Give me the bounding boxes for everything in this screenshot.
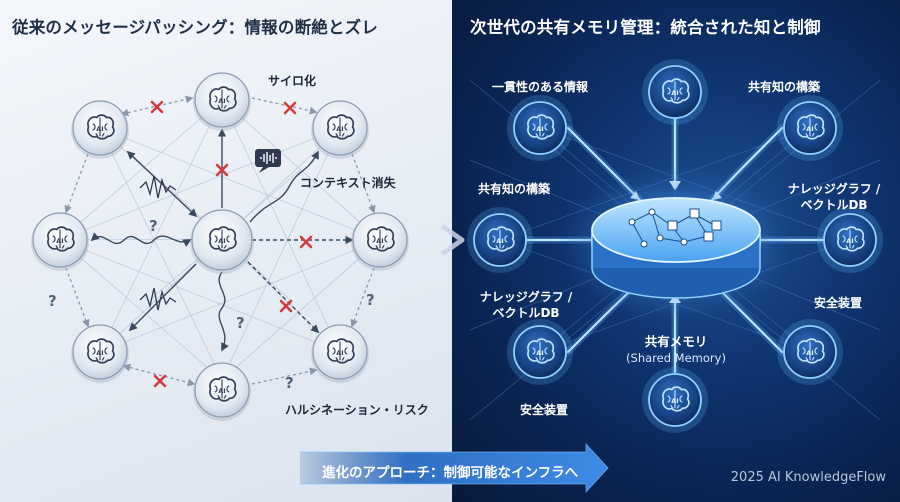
left-question-marks: ? ? ? ? ?	[48, 217, 375, 392]
right-agent-node-5: AI	[507, 319, 573, 385]
label-context-loss: コンテキスト消失	[300, 176, 396, 190]
svg-text:?: ?	[48, 292, 57, 310]
ai-badge: AI	[536, 125, 543, 133]
ai-badge: AI	[806, 349, 813, 357]
left-agent-node-2: AI	[311, 100, 369, 159]
left-agent-node-4: AI	[190, 209, 254, 274]
ai-badge: AI	[536, 349, 543, 357]
left-agent-node-8: AI	[193, 362, 251, 421]
ai-badge: AI	[671, 89, 678, 97]
ai-badge: AI	[496, 237, 503, 245]
approach-banner-arrow	[300, 442, 609, 494]
ai-badge: AI	[671, 397, 678, 405]
ai-badge: AI	[218, 387, 225, 395]
right-agent-node-3: AI	[467, 207, 533, 273]
label-kg-left-line1: ナレッジグラフ /	[479, 290, 573, 304]
right-panel-title: 次世代の共有メモリ管理：統合された知と制御	[470, 18, 821, 37]
ai-badge: AI	[336, 125, 343, 133]
left-center-arrows	[90, 128, 354, 352]
left-agent-node-7: AI	[311, 324, 369, 383]
label-kg-right-line1: ナレッジグラフ /	[787, 182, 881, 196]
ai-badge: AI	[846, 237, 853, 245]
svg-text:?: ?	[366, 291, 375, 309]
ai-badge: AI	[376, 237, 383, 245]
left-noise-waves	[139, 175, 177, 311]
ai-badge: AI	[56, 237, 63, 245]
left-agent-nodes: AI AI AI AI AI AI AI AI AI	[31, 72, 409, 421]
ai-badge: AI	[96, 125, 103, 133]
shared-memory-hub	[556, 164, 796, 324]
label-shared-knowledge-top: 共有知の構築	[748, 80, 821, 94]
label-kg-right-line2: ベクトルDB	[800, 198, 868, 212]
label-kg-left: ナレッジグラフ / ベクトルDB	[470, 289, 582, 321]
left-agent-node-3: AI	[31, 212, 89, 271]
ai-badge: AI	[96, 349, 103, 357]
svg-text:?: ?	[149, 217, 158, 235]
right-agent-node-0: AI	[507, 95, 573, 161]
ai-badge: AI	[806, 125, 813, 133]
label-silo: サイロ化	[268, 74, 317, 88]
knowledge-graph-icon	[628, 208, 722, 248]
label-safety-right: 安全装置	[814, 296, 863, 310]
svg-text:?: ?	[236, 314, 245, 332]
right-agent-node-1: AI	[642, 59, 708, 125]
label-safety-bottom: 安全装置	[520, 403, 569, 417]
left-agent-node-6: AI	[71, 324, 129, 383]
label-kg-left-line2: ベクトルDB	[492, 306, 560, 320]
approach-banner-text: 進化のアプローチ：制御可能なインフラへ	[322, 465, 579, 481]
right-agent-node-4: AI	[817, 207, 883, 273]
voice-bubble-icon	[255, 149, 281, 173]
right-agent-node-6: AI	[777, 319, 843, 385]
right-agent-node-7: AI	[642, 367, 708, 433]
svg-text:?: ?	[285, 374, 294, 392]
ai-badge: AI	[218, 97, 225, 105]
right-agent-nodes: AI AI AI AI AI AI AI AI	[467, 59, 883, 433]
label-consistent-info: 一貫性のある情報	[492, 80, 589, 94]
credit-text: 2025 AI KnowledgeFlow	[730, 470, 886, 485]
left-ring-arrows	[64, 95, 376, 387]
left-agent-node-1: AI	[71, 100, 129, 159]
left-agent-node-5: AI	[351, 212, 409, 271]
ai-badge: AI	[218, 237, 225, 245]
label-shared-memory-title: 共有メモリ	[644, 334, 708, 349]
ai-badge: AI	[336, 349, 343, 357]
left-panel-title: 従来のメッセージパッシング：情報の断絶とズレ	[12, 18, 379, 37]
label-kg-right: ナレッジグラフ / ベクトルDB	[778, 181, 890, 213]
label-shared-memory: 共有メモリ (Shared Memory)	[612, 334, 740, 366]
left-agent-node-0: AI	[193, 72, 251, 131]
label-shared-knowledge-left: 共有知の構築	[478, 182, 551, 196]
label-hallucination: ハルシネーション・リスク	[285, 403, 429, 417]
divider-arrow	[440, 223, 465, 257]
label-shared-memory-sub: (Shared Memory)	[626, 351, 726, 365]
right-agent-node-2: AI	[777, 95, 843, 161]
